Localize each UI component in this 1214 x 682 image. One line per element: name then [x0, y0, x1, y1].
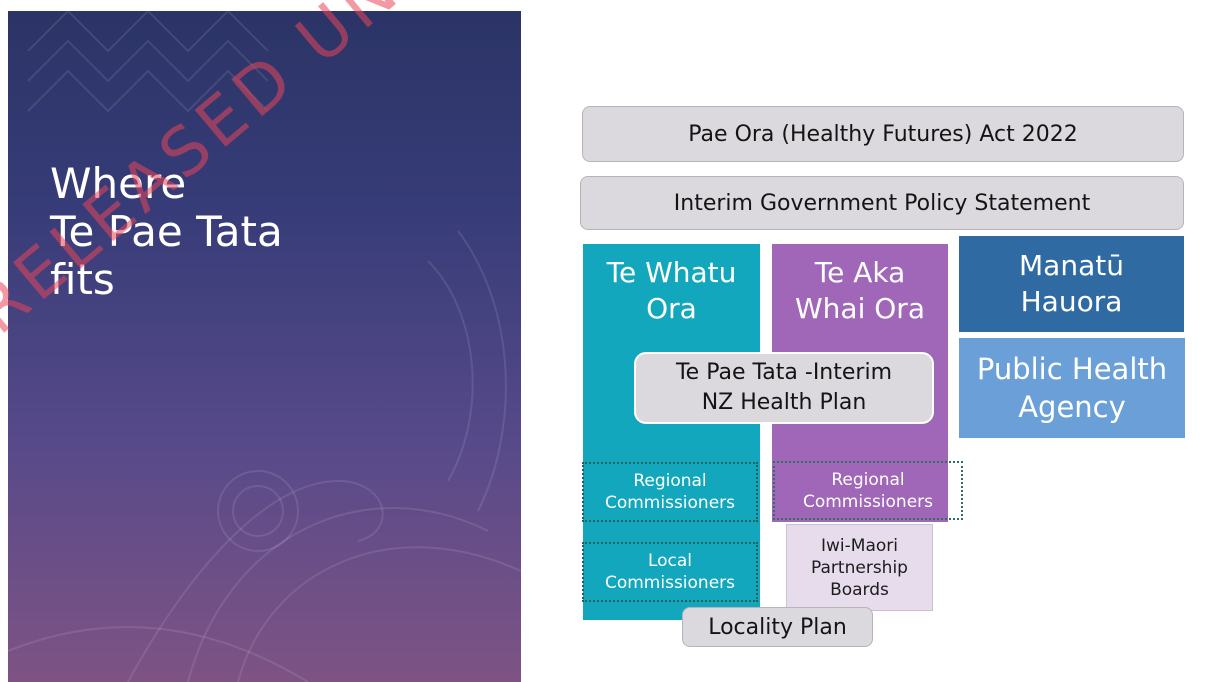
public-health-agency-label: Public Health Agency: [976, 352, 1168, 424]
heading-line-2: Te Pae Tata: [50, 207, 283, 256]
heading-line-1: Where: [50, 159, 187, 208]
te-whatu-ora-label: Te Whatu Ora: [606, 256, 737, 325]
koru-pattern-decoration: [8, 11, 521, 682]
interim-plan-label: Te Pae Tata -Interim NZ Health Plan: [675, 360, 892, 415]
manatu-hauora-label: Manatū Hauora: [1019, 249, 1124, 318]
iwi-maori-partnership-boards-label: Iwi-Maori Partnership Boards: [811, 535, 908, 600]
iwi-maori-partnership-boards-box: Iwi-Maori Partnership Boards: [786, 524, 933, 611]
regional-commissioners-purple-box: Regional Commissioners: [773, 461, 963, 520]
act-label: Pae Ora (Healthy Futures) Act 2022: [688, 121, 1078, 147]
te-whatu-ora-title-box: Te Whatu Ora: [583, 250, 760, 332]
manatu-hauora-box: Manatū Hauora: [959, 236, 1184, 332]
regional-commissioners-teal-label: Regional Commissioners: [604, 471, 736, 513]
policy-statement-box: Interim Government Policy Statement: [580, 176, 1184, 230]
slide-heading: Where Te Pae Tata fits: [50, 160, 283, 304]
locality-plan-box: Locality Plan: [682, 607, 873, 647]
local-commissioners-label: Local Commissioners: [604, 551, 736, 593]
te-aka-whai-ora-label: Te Aka Whai Ora: [795, 256, 925, 325]
interim-plan-box: Te Pae Tata -Interim NZ Health Plan: [634, 352, 934, 424]
act-box: Pae Ora (Healthy Futures) Act 2022: [582, 106, 1184, 162]
policy-statement-label: Interim Government Policy Statement: [673, 190, 1091, 216]
title-panel: [8, 11, 521, 682]
public-health-agency-box: Public Health Agency: [959, 338, 1185, 438]
local-commissioners-box: Local Commissioners: [582, 542, 758, 602]
te-aka-whai-ora-title-box: Te Aka Whai Ora: [772, 250, 948, 332]
locality-plan-label: Locality Plan: [708, 614, 847, 640]
regional-commissioners-teal-box: Regional Commissioners: [582, 462, 758, 522]
regional-commissioners-purple-label: Regional Commissioners: [802, 469, 934, 512]
heading-line-3: fits: [50, 255, 115, 304]
te-whatu-ora-column: [583, 244, 760, 620]
